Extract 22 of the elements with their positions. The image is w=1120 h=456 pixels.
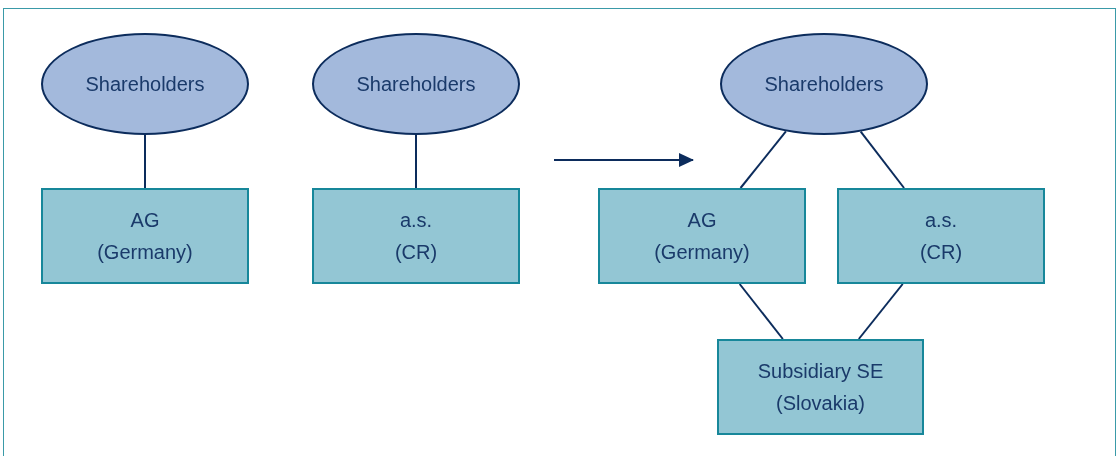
connector-line — [738, 283, 784, 340]
node-text: Shareholders — [764, 72, 884, 96]
node-text: (Slovakia) — [776, 391, 865, 415]
company-box — [717, 339, 924, 435]
node-text: a.s. — [924, 208, 958, 232]
node-text: AG — [130, 208, 160, 232]
connector-line — [415, 134, 417, 189]
node-text: a.s. — [399, 208, 433, 232]
node-text: AG — [687, 208, 717, 232]
node-text: (CR) — [919, 240, 963, 264]
node-text: Shareholders — [356, 72, 476, 96]
node-text: (Germany) — [97, 240, 193, 264]
company-box — [837, 188, 1045, 284]
node-text: (Germany) — [654, 240, 750, 264]
node-text: Shareholders — [85, 72, 205, 96]
connector-line — [144, 134, 146, 189]
node-text: (CR) — [394, 240, 438, 264]
company-box — [598, 188, 806, 284]
node-text: Subsidiary SE — [757, 359, 884, 383]
company-box — [41, 188, 249, 284]
connector-line — [857, 283, 904, 340]
company-box — [312, 188, 520, 284]
